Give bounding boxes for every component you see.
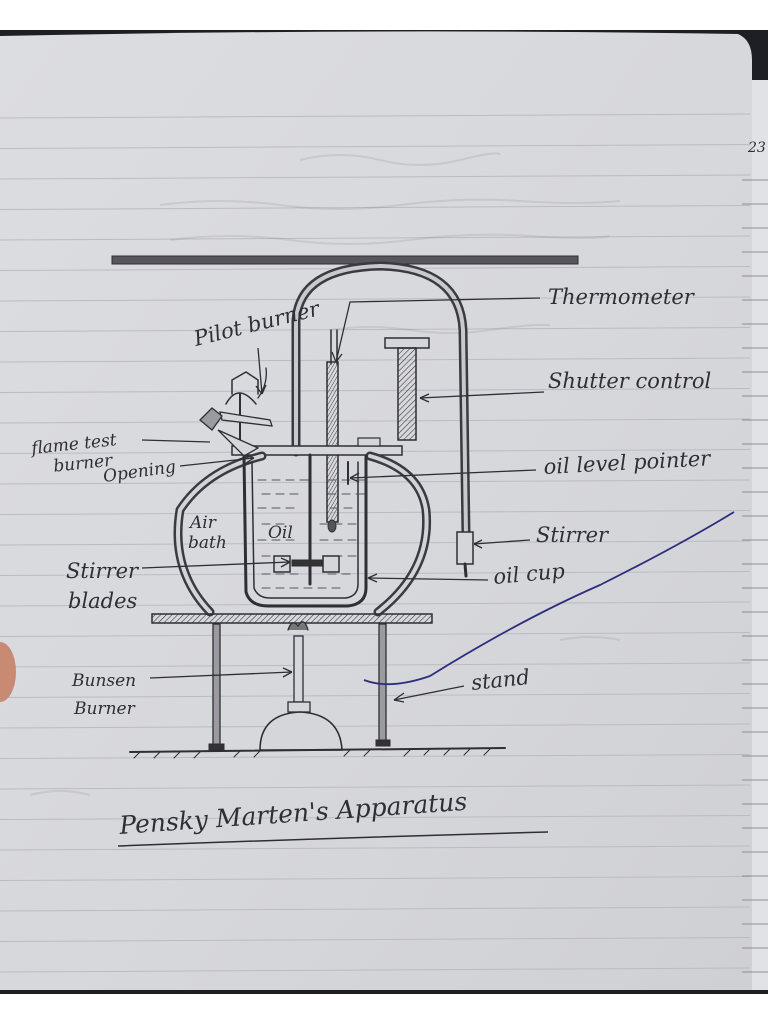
platform — [151, 613, 433, 624]
label-stirrer-blades-line1: Stirrer — [66, 559, 140, 583]
bunsen-burner-tube — [293, 635, 304, 703]
oil-fill — [257, 479, 365, 589]
ruled-line — [0, 662, 751, 668]
bunsen-burner-base — [259, 711, 343, 751]
ruled-line — [0, 510, 751, 515]
stand-leg-left — [212, 623, 221, 749]
ruled-line — [0, 296, 751, 302]
ruled-line — [0, 876, 751, 881]
leader-lines — [141, 297, 545, 703]
ruled-line — [0, 205, 751, 210]
label-stirrer-blades-line2: blades — [68, 589, 138, 613]
ground-line — [129, 747, 506, 753]
ruled-line — [0, 967, 751, 973]
ruled-line — [0, 937, 751, 942]
stirrer-handle — [456, 531, 474, 565]
flame-test-burner-drawing — [217, 429, 260, 457]
ruled-line — [0, 174, 751, 180]
ruled-lines — [0, 113, 768, 973]
ruled-line — [0, 357, 751, 363]
ruled-line — [0, 479, 751, 485]
label-bunsen-burner-line2: Burner — [73, 699, 136, 719]
ruled-line — [0, 418, 751, 424]
label-stirrer: Stirrer — [536, 523, 610, 547]
ruled-line — [0, 906, 751, 912]
ruled-line — [0, 235, 751, 241]
label-flame-test-burner: flame test burner — [28, 430, 117, 477]
stirrer-blade-right — [322, 555, 340, 573]
ruled-line — [0, 601, 751, 607]
oil-cup-drawing — [242, 454, 368, 608]
ruled-line — [0, 540, 751, 546]
ruled-line — [0, 693, 751, 698]
ruled-line — [0, 113, 751, 119]
title-underline — [117, 831, 549, 847]
ruled-line — [0, 815, 751, 820]
label-thermometer: Thermometer — [548, 285, 696, 309]
ruled-line — [0, 723, 751, 729]
ruled-line — [0, 784, 751, 790]
label-air-bath-line1: Air — [188, 513, 217, 533]
label-oil: Oil — [268, 523, 293, 543]
ruled-line — [0, 632, 751, 637]
lid — [231, 445, 403, 456]
shutter-control-drawing — [397, 347, 417, 441]
bottom-margin — [0, 994, 768, 1024]
ruled-line — [0, 144, 751, 149]
label-air-bath-line2: bath — [188, 533, 227, 553]
top-margin — [0, 0, 768, 30]
label-bunsen-burner-line1: Bunsen — [71, 671, 136, 691]
thumb — [0, 642, 16, 702]
paper-sheet — [0, 31, 752, 990]
apparatus-drawing — [111, 255, 579, 759]
ruled-line — [0, 845, 751, 851]
label-shutter-control: Shutter control — [548, 369, 711, 393]
ruled-line — [0, 327, 751, 332]
show-through-text — [29, 152, 621, 796]
burner-flame — [287, 621, 309, 631]
top-rod — [111, 255, 579, 265]
ruled-line — [0, 754, 751, 759]
blue-pen-stroke — [363, 511, 735, 686]
thermometer-drawing — [326, 361, 339, 523]
page-number: 23 — [747, 140, 766, 156]
ruled-line — [0, 388, 751, 393]
